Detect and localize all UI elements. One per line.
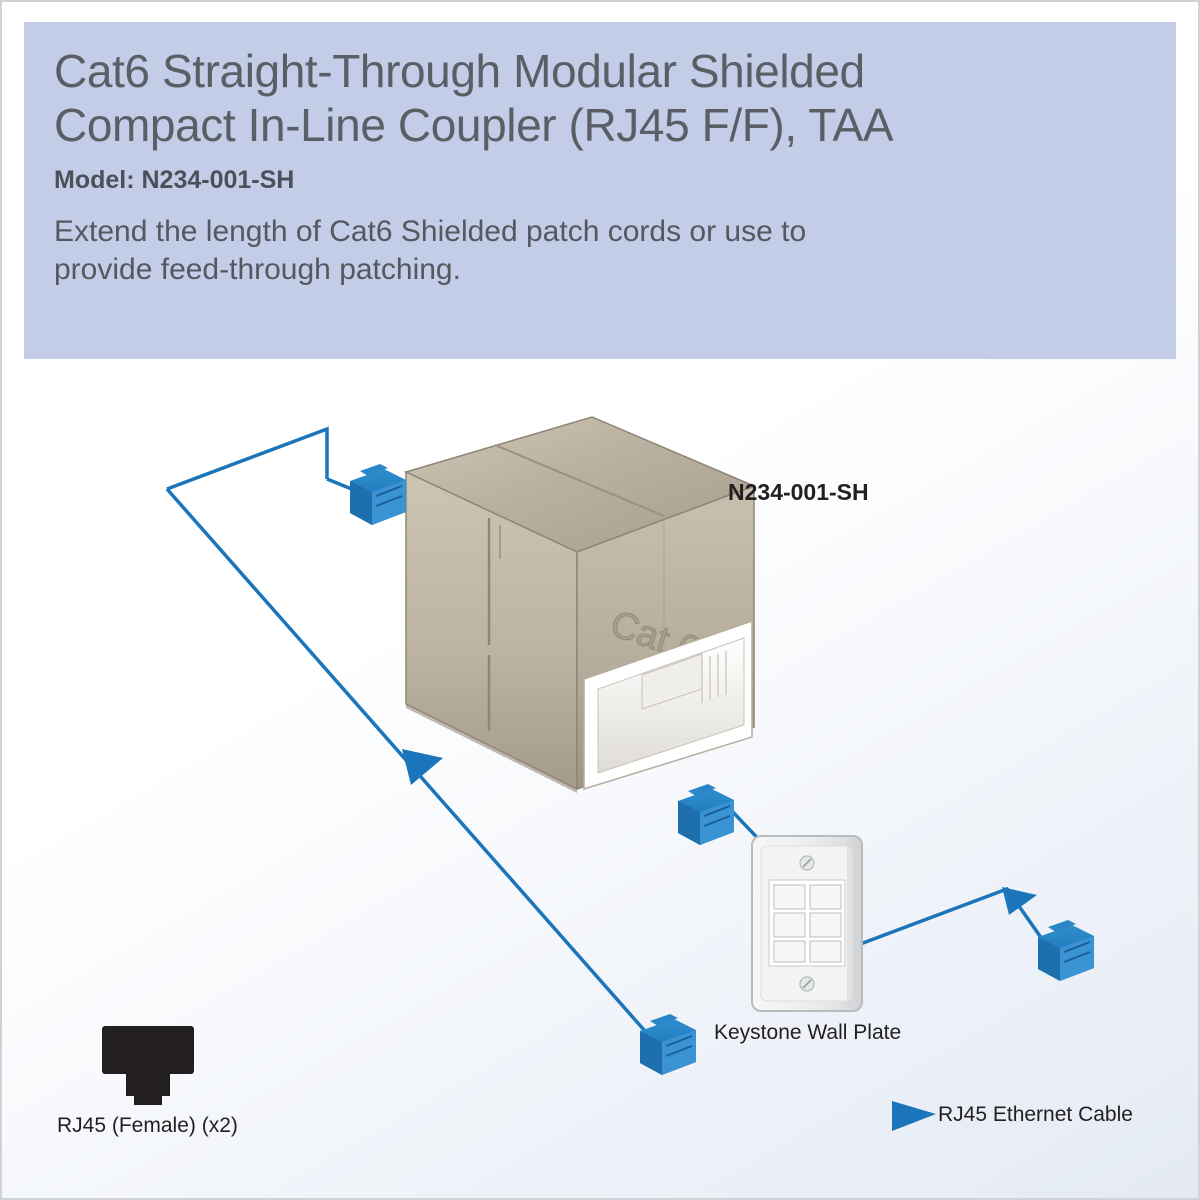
cable-direction-arrow-right	[1002, 887, 1037, 915]
label-rj45-ethernet-cable: RJ45 Ethernet Cable	[938, 1103, 1133, 1126]
label-rj45-female: RJ45 (Female) (x2)	[57, 1114, 238, 1137]
page-title-line-1: Cat6 Straight-Through Modular Shielded	[54, 45, 865, 97]
page-title-line-2: Compact In-Line Coupler (RJ45 F/F), TAA	[54, 99, 894, 151]
cable-upper-left	[166, 426, 329, 491]
header-banner: Cat6 Straight-Through Modular Shielded C…	[24, 22, 1176, 359]
rj45-plug-right	[1038, 920, 1094, 981]
product-description: Extend the length of Cat6 Shielded patch…	[54, 213, 1150, 289]
product-description-line-1: Extend the length of Cat6 Shielded patch…	[54, 215, 807, 248]
cable-upper-left-to-plug	[326, 477, 355, 492]
product-description-line-2: provide feed-through patching.	[54, 253, 461, 286]
coupler-body: Cat 6	[403, 416, 757, 793]
legend-arrow-icon	[892, 1101, 936, 1131]
label-keystone-wall-plate: Keystone Wall Plate	[714, 1021, 902, 1044]
diagram-illustration: Cat 6	[102, 416, 1094, 1131]
model-number: Model: N234-001-SH	[54, 166, 295, 194]
rj45-plug-wallplate-side	[678, 784, 734, 845]
page-title: Cat6 Straight-Through Modular Shielded C…	[54, 44, 1150, 152]
keystone-wall-plate	[751, 835, 863, 1012]
cable-direction-arrow	[402, 749, 443, 785]
rj45-female-icon	[102, 1026, 194, 1105]
rj45-plug-bottom	[640, 1014, 696, 1075]
rj45-plug-upper	[350, 464, 406, 525]
callout-part-number: N234-001-SH	[728, 479, 869, 505]
diagram-area: Cat 6	[2, 359, 1198, 1198]
